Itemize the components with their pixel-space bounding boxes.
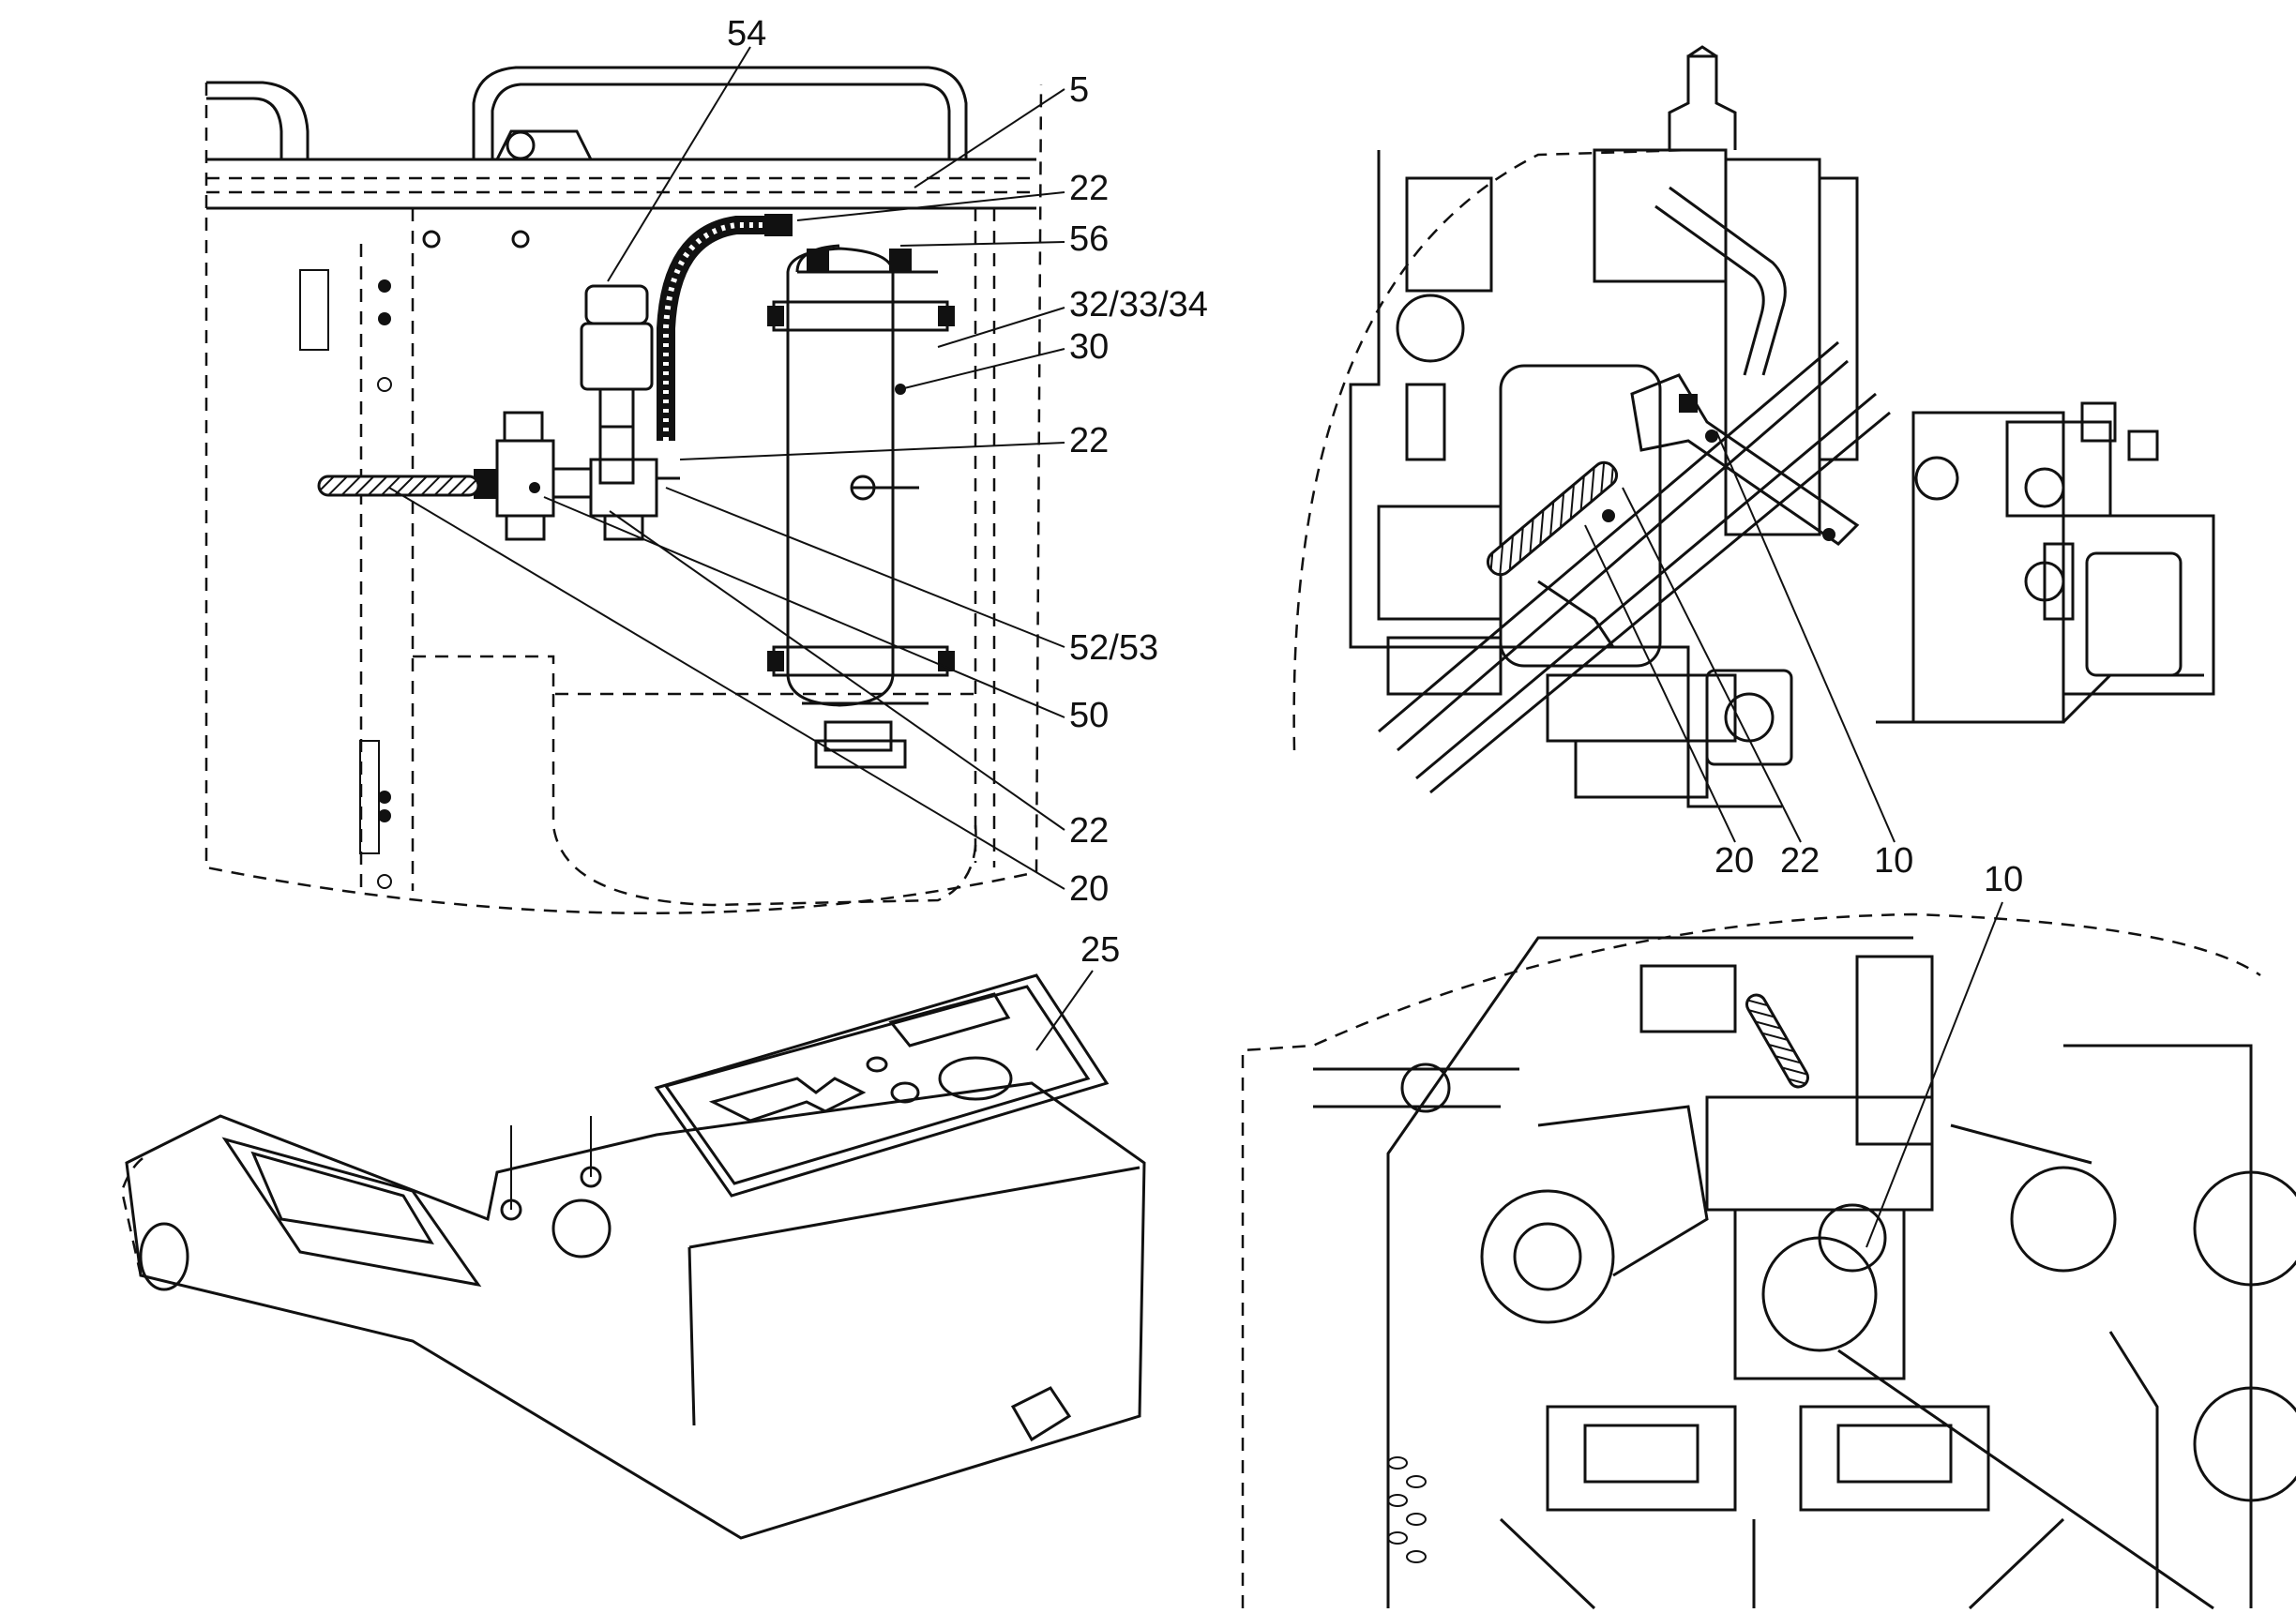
callout-22-lower: 22	[1069, 811, 1109, 851]
engine-bay-view-top	[1292, 45, 2215, 808]
air-reservoir-tank	[767, 244, 955, 769]
cover-panel	[654, 973, 1110, 1198]
callout-50: 50	[1069, 696, 1109, 735]
callout-32-33-34: 32/33/34	[1069, 285, 1208, 324]
callout-22-top: 22	[1069, 169, 1109, 208]
callout-22-right: 22	[1780, 841, 1820, 881]
pressure-regulator	[474, 411, 680, 541]
callout-22-middle: 22	[1069, 421, 1109, 460]
engine-bay-view-bottom	[1241, 912, 2296, 1610]
callout-20-right: 20	[1714, 841, 1754, 881]
callout-5: 5	[1069, 70, 1089, 110]
callout-52-53: 52/53	[1069, 628, 1158, 668]
callout-10-upper: 10	[1874, 841, 1913, 881]
callout-56: 56	[1069, 219, 1109, 259]
callout-54: 54	[727, 14, 766, 53]
callout-20-left: 20	[1069, 869, 1109, 909]
reservoir-assembly-view	[204, 66, 1043, 914]
dashboard-console	[120, 1081, 1146, 1540]
callout-30: 30	[1069, 327, 1109, 367]
callout-10-lower: 10	[1984, 860, 2023, 899]
air-filter	[580, 284, 654, 485]
callout-25: 25	[1080, 930, 1120, 970]
